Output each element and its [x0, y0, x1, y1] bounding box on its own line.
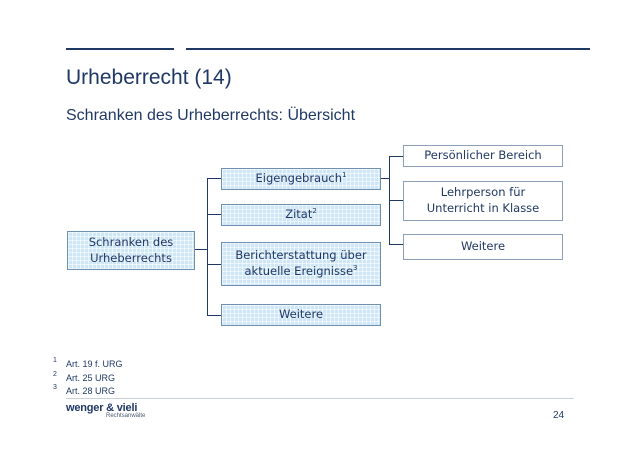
node-lehrperson-line1: Lehrperson für [440, 185, 526, 200]
footnote-ref-3: 3 [353, 264, 358, 273]
footer-rule [66, 398, 574, 399]
page-number: 24 [553, 410, 565, 421]
node-weitere-right: Weitere [403, 234, 563, 260]
connector-mid-4 [207, 315, 221, 316]
node-weitere-middle-label: Weitere [278, 307, 324, 322]
footnote-3-text: Art. 28 URG [66, 386, 116, 396]
node-weitere-middle: Weitere [221, 304, 381, 326]
node-persoenlicher-bereich: Persönlicher Bereich [403, 145, 563, 167]
footnote-ref-1: 1 [342, 171, 347, 180]
footnote-3-num: 3 [53, 384, 57, 391]
node-weitere-right-label: Weitere [460, 239, 506, 253]
footnote-1: 1 Art. 19 f. URG [53, 357, 123, 369]
node-eigengebrauch: Eigengebrauch1 [221, 168, 381, 190]
company-logo: wenger & vieli Rechtsanwälte [66, 402, 145, 419]
footnote-2-text: Art. 25 URG [66, 373, 116, 383]
root-line1: Schranken des [88, 234, 174, 249]
connector-mid-2 [207, 214, 221, 215]
root-line2: Urheberrechts [90, 250, 172, 265]
node-zitat-label: Zitat [285, 207, 313, 222]
node-persoenlicher-bereich-label: Persönlicher Bereich [424, 148, 542, 163]
node-eigengebrauch-label: Eigengebrauch [255, 171, 342, 186]
footnote-1-num: 1 [53, 357, 57, 364]
node-lehrperson: Lehrperson für Unterricht in Klasse [403, 181, 563, 221]
slide-title: Urheberrecht (14) [66, 66, 232, 89]
footnote-2-num: 2 [53, 371, 57, 378]
footnote-2: 2 Art. 25 URG [53, 371, 116, 383]
node-berichterstattung-line1: Berichterstattung über [235, 248, 367, 263]
footnote-1-text: Art. 19 f. URG [66, 359, 123, 369]
logo-brand: wenger & vieli [66, 402, 138, 414]
connector-right-1 [389, 156, 403, 157]
header-rule-short [66, 48, 174, 50]
node-berichterstattung: Berichterstattung über aktuelle Ereignis… [221, 242, 381, 286]
footnote-3: 3 Art. 28 URG [53, 384, 116, 396]
logo-tagline: Rechtsanwälte [106, 413, 146, 419]
connector-eigengebrauch [380, 178, 390, 179]
header-rule-long [186, 48, 590, 50]
footnote-ref-2: 2 [312, 207, 317, 216]
slide-subtitle: Schranken des Urheberrechts: Übersicht [66, 107, 356, 124]
connector-root [195, 249, 208, 250]
connector-right-2 [389, 200, 403, 201]
connector-mid-1 [207, 178, 221, 179]
node-berichterstattung-line2: aktuelle Ereignisse [244, 264, 354, 278]
connector-right-3 [389, 244, 403, 245]
node-zitat: Zitat2 [221, 204, 381, 226]
diagram-root-node: Schranken des Urheberrechts [67, 231, 195, 270]
connector-middle-vertical [207, 178, 208, 316]
connector-mid-3 [207, 264, 221, 265]
node-lehrperson-line2: Unterricht in Klasse [426, 201, 540, 215]
